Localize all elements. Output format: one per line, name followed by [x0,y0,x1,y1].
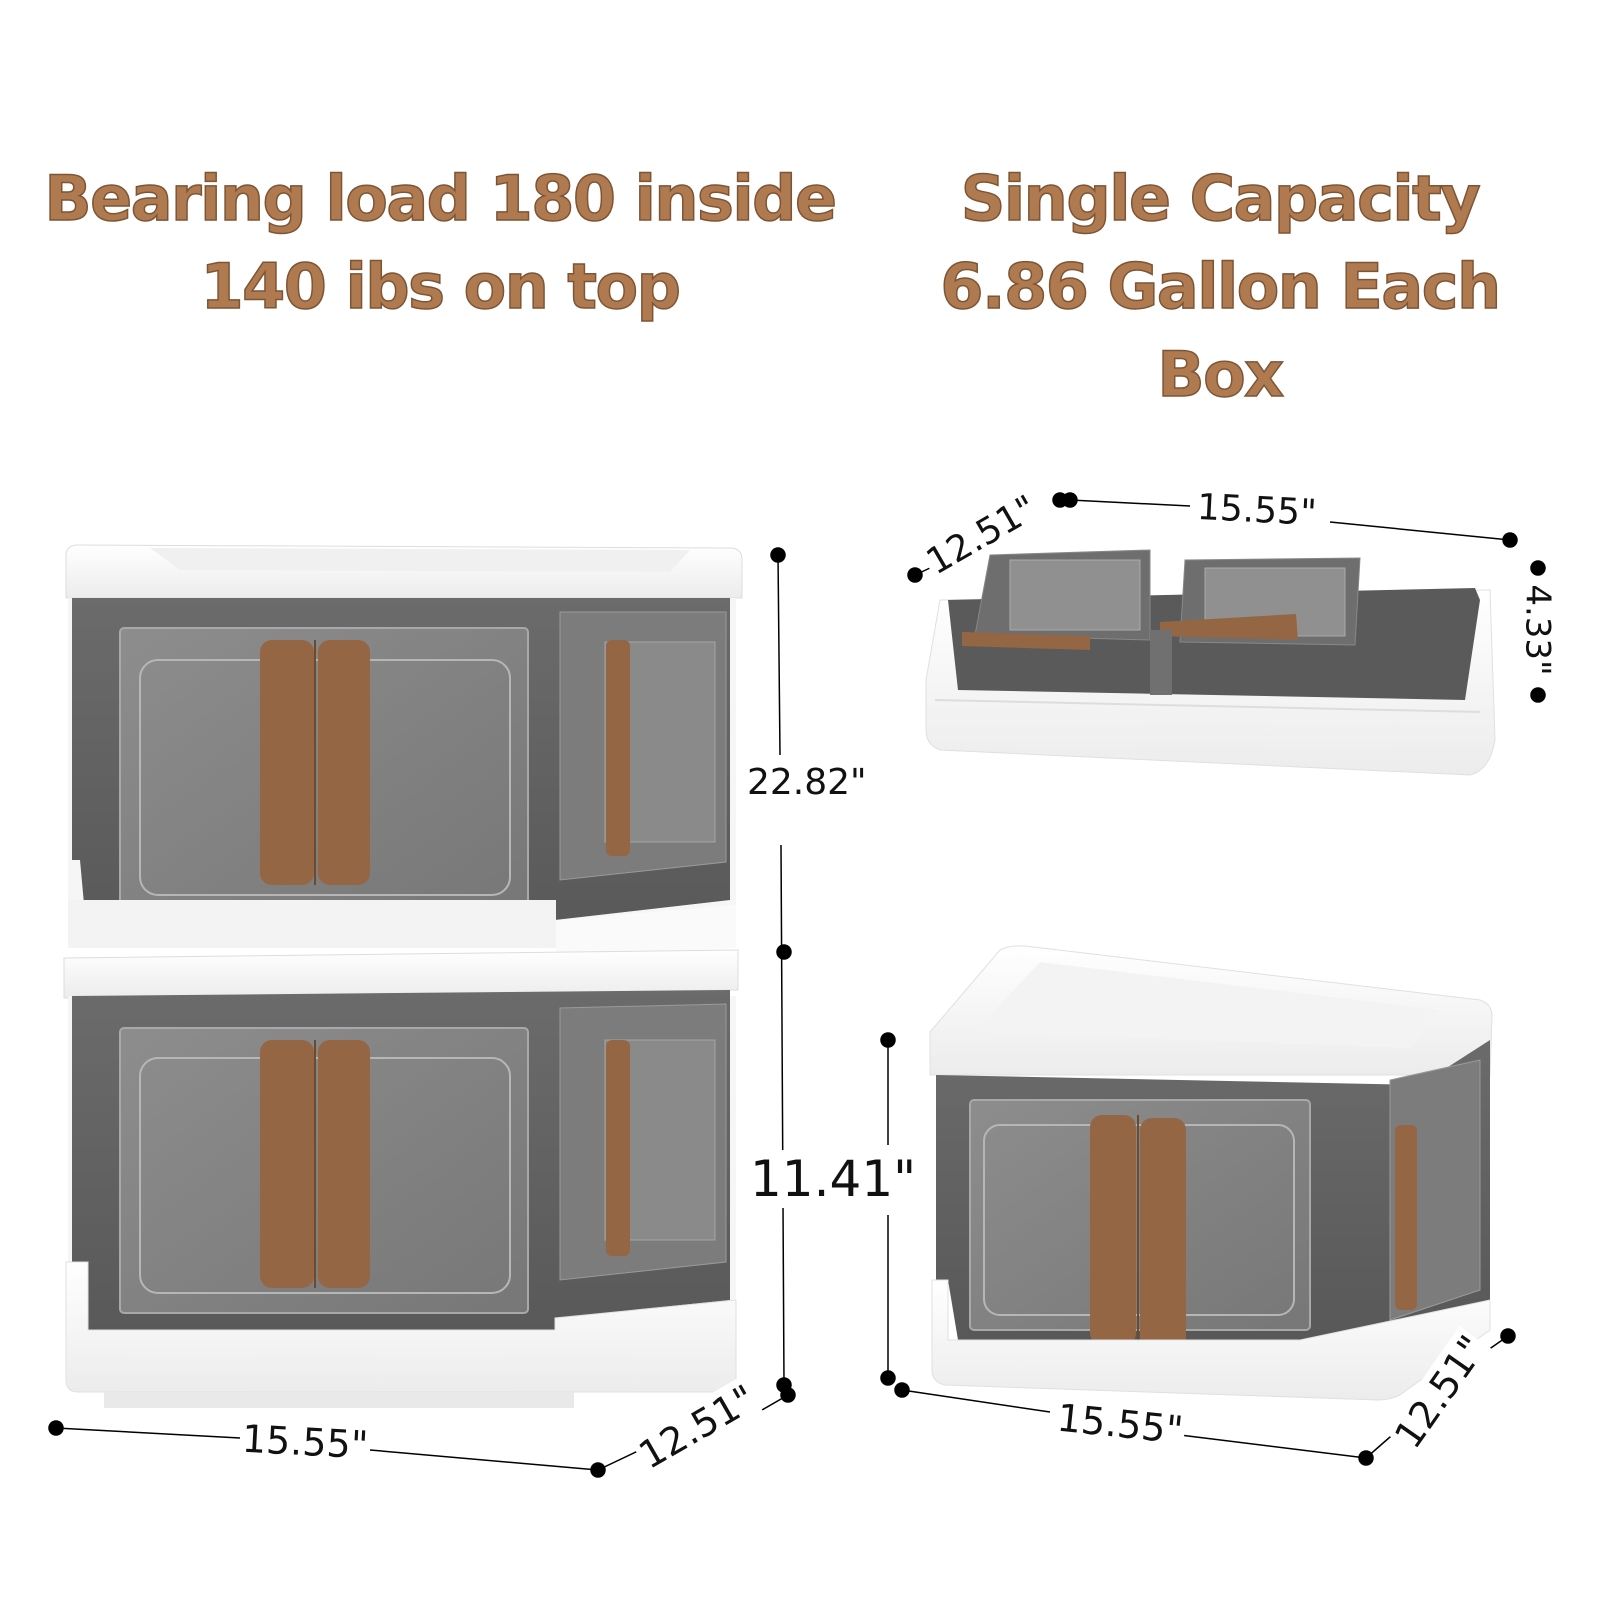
folded-dimension-lines [907,492,1546,703]
headline-line: 6.86 Gallon Each Box [940,249,1502,412]
single-box-illustration [929,945,1493,1401]
stacked-dimension-lines [48,547,796,1478]
single-height-label: 11.41" [748,1150,919,1208]
stacked-width-label: 15.55" [238,1416,372,1468]
folded-height-label: 4.33" [1517,582,1558,678]
folded-box-illustration [925,549,1496,776]
stacked-height-label: 22.82" [745,762,869,803]
headline-load-capacity: Bearing load 180 inside 140 ibs on top [40,155,840,331]
headline-volume-capacity: Single Capacity 6.86 Gallon Each Box [880,155,1560,419]
headline-line: Bearing load 180 inside [44,161,838,236]
headline-line: Single Capacity [960,161,1481,236]
single-dimension-lines [880,1032,1516,1466]
headline-line: 140 ibs on top [200,249,682,324]
folded-width-label: 15.55" [1194,486,1320,535]
stacked-boxes-illustration [63,544,743,1408]
